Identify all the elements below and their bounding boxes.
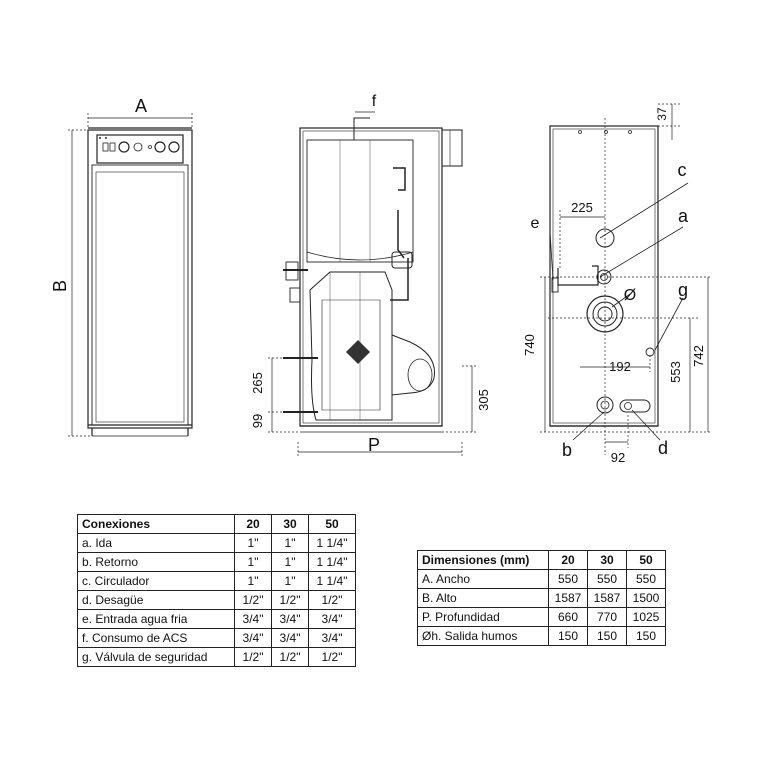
dim-305: 305: [476, 389, 491, 411]
dimensions-header: 50: [626, 550, 666, 570]
table-cell: 1": [271, 571, 309, 591]
table-cell: 1": [234, 533, 272, 553]
dim-740: 740: [522, 334, 537, 356]
technical-drawing: A B: [50, 93, 710, 465]
sight-glass: [346, 340, 370, 364]
table-row: b. Retorno 1" 1" 1 1/4": [77, 552, 356, 572]
connections-table: Conexiones 20 30 50 a. Ida 1" 1" 1 1/4" …: [77, 514, 356, 667]
table-cell: 150: [587, 626, 627, 646]
table-row: f. Consumo de ACS 3/4" 3/4" 3/4": [77, 628, 356, 648]
back-dimensions: [540, 103, 710, 455]
dim-553: 553: [668, 361, 683, 383]
table-cell: Øh. Salida humos: [417, 626, 549, 646]
table-cell: 3/4": [234, 609, 272, 629]
table-cell: g. Válvula de seguridad: [77, 647, 235, 667]
side-dimensions: [268, 111, 476, 456]
dimensions-header: Dimensiones (mm): [417, 550, 549, 570]
connections-header: 50: [308, 514, 356, 534]
connections-header: Conexiones: [77, 514, 235, 534]
label-e: e: [531, 215, 540, 232]
table-cell: f. Consumo de ACS: [77, 628, 235, 648]
table-cell: 1/2": [271, 647, 309, 667]
table-cell: 3/4": [271, 628, 309, 648]
label-B: B: [50, 280, 70, 292]
dim-225: 225: [571, 200, 593, 215]
table-cell: 1/2": [234, 647, 272, 667]
table-cell: P. Profundidad: [417, 607, 549, 627]
dimensions-table: Dimensiones (mm) 20 30 50 A. Ancho 550 5…: [417, 550, 666, 646]
table-cell: 1": [271, 552, 309, 572]
table-cell: 1 1/4": [308, 552, 356, 572]
front-dimensions: [68, 113, 193, 437]
table-cell: a. Ida: [77, 533, 235, 553]
dimensions-header-row: Dimensiones (mm) 20 30 50: [417, 550, 666, 570]
table-cell: 550: [587, 569, 627, 589]
table-cell: 1": [271, 533, 309, 553]
table-cell: 1/2": [308, 590, 356, 610]
table-cell: 3/4": [234, 628, 272, 648]
label-A: A: [135, 96, 147, 116]
table-row: A. Ancho 550 550 550: [417, 569, 666, 589]
table-row: e. Entrada agua fria 3/4" 3/4" 3/4": [77, 609, 356, 629]
table-cell: 550: [626, 569, 666, 589]
label-phi: Ø: [624, 287, 636, 304]
label-P: P: [368, 435, 380, 455]
table-cell: 150: [548, 626, 588, 646]
table-cell: 1587: [548, 588, 588, 608]
table-row: Øh. Salida humos 150 150 150: [417, 626, 666, 646]
table-cell: d. Desagüe: [77, 590, 235, 610]
table-cell: 1 1/4": [308, 533, 356, 553]
table-cell: e. Entrada agua fria: [77, 609, 235, 629]
label-g: g: [678, 280, 688, 300]
table-row: g. Válvula de seguridad 1/2" 1/2" 1/2": [77, 647, 356, 667]
table-cell: 150: [626, 626, 666, 646]
table-cell: 1/2": [271, 590, 309, 610]
table-cell: 660: [548, 607, 588, 627]
table-cell: 1500: [626, 588, 666, 608]
table-cell: 1587: [587, 588, 627, 608]
label-c: c: [678, 160, 687, 180]
dimensions-header: 20: [548, 550, 588, 570]
connections-header-row: Conexiones 20 30 50: [77, 514, 356, 534]
side-view: [283, 117, 463, 433]
dim-37: 37: [655, 107, 669, 121]
table-row: P. Profundidad 660 770 1025: [417, 607, 666, 627]
table-cell: A. Ancho: [417, 569, 549, 589]
table-cell: 1025: [626, 607, 666, 627]
connections-header: 20: [234, 514, 272, 534]
dim-192: 192: [609, 359, 631, 374]
table-cell: 3/4": [308, 628, 356, 648]
table-cell: 1/2": [308, 647, 356, 667]
table-row: B. Alto 1587 1587 1500: [417, 588, 666, 608]
table-row: a. Ida 1" 1" 1 1/4": [77, 533, 356, 553]
table-cell: 550: [548, 569, 588, 589]
label-f: f: [372, 93, 377, 110]
dim-92: 92: [611, 450, 625, 465]
table-cell: c. Circulador: [77, 571, 235, 591]
table-cell: 1": [234, 552, 272, 572]
table-cell: 1": [234, 571, 272, 591]
back-view: [549, 125, 659, 427]
label-b: b: [562, 440, 572, 460]
table-cell: 1 1/4": [308, 571, 356, 591]
table-cell: 770: [587, 607, 627, 627]
table-cell: 3/4": [308, 609, 356, 629]
label-a: a: [678, 206, 689, 226]
dim-265: 265: [250, 372, 265, 394]
front-view: [87, 127, 193, 437]
table-cell: B. Alto: [417, 588, 549, 608]
dim-99: 99: [250, 414, 265, 428]
dim-742: 742: [691, 345, 706, 367]
table-row: c. Circulador 1" 1" 1 1/4": [77, 571, 356, 591]
table-cell: b. Retorno: [77, 552, 235, 572]
table-row: d. Desagüe 1/2" 1/2" 1/2": [77, 590, 356, 610]
table-cell: 1/2": [234, 590, 272, 610]
dimensions-header: 30: [587, 550, 627, 570]
connections-header: 30: [271, 514, 309, 534]
label-d: d: [658, 438, 668, 458]
table-cell: 3/4": [271, 609, 309, 629]
